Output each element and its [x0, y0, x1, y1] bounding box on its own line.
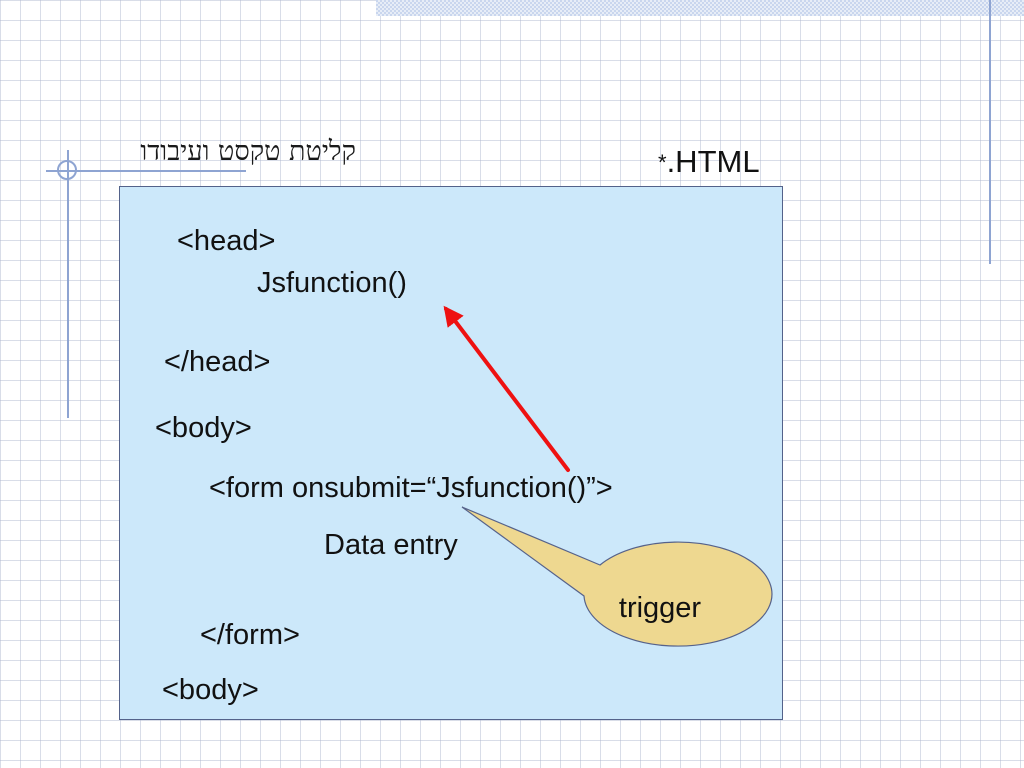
slide-title-html: *.HTML	[658, 144, 778, 180]
callout-label-trigger: trigger	[618, 592, 702, 624]
code-body-open: <body>	[155, 412, 252, 444]
trigger-callout-bubble	[461, 506, 773, 647]
title-asterisk: *	[658, 150, 667, 175]
left-decorative-line	[67, 150, 69, 418]
title-underline	[46, 170, 246, 172]
title-html-text: .HTML	[666, 144, 760, 179]
code-head-close: </head>	[164, 346, 271, 378]
code-js-function: Jsfunction()	[257, 267, 407, 299]
slide-title-hebrew: קליטת טקסט ועיבודו	[140, 136, 356, 167]
red-arrow	[443, 305, 570, 472]
code-data-entry: Data entry	[324, 529, 458, 561]
top-decorative-band	[376, 0, 1024, 16]
code-form-close: </form>	[200, 619, 300, 651]
decorative-circle	[57, 160, 77, 180]
code-head-open: <head>	[177, 225, 276, 257]
right-decorative-line	[989, 0, 991, 264]
code-body-close: <body>	[162, 674, 259, 706]
code-form-open: <form onsubmit=“Jsfunction()”>	[209, 472, 613, 504]
